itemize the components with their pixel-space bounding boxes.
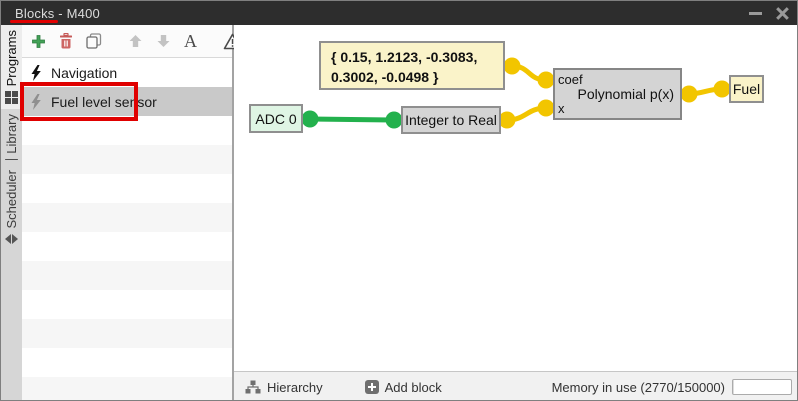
memory-progress-fill bbox=[733, 380, 735, 394]
close-icon[interactable] bbox=[776, 7, 789, 20]
list-item-fuel-level-sensor[interactable]: Fuel level sensor bbox=[22, 87, 232, 116]
add-block-label: Add block bbox=[384, 379, 442, 395]
block-polynomial[interactable]: coef x Polynomial p(x) bbox=[553, 68, 682, 120]
lightning-icon bbox=[31, 64, 41, 81]
list-item-label: Navigation bbox=[51, 64, 118, 81]
delete-icon[interactable] bbox=[59, 29, 73, 53]
minimize-icon[interactable] bbox=[749, 11, 762, 15]
block-integer-to-real[interactable]: Integer to Real bbox=[401, 106, 501, 134]
status-bar: Hierarchy Add block Memory in use (2770/… bbox=[234, 371, 797, 400]
add-block-button[interactable]: Add block bbox=[364, 379, 442, 395]
block-canvas[interactable]: { 0.15, 1.2123, -0.3083, 0.3002, -0.0498… bbox=[234, 25, 797, 371]
add-program-icon[interactable] bbox=[31, 29, 46, 53]
list-item-label: Fuel level sensor bbox=[51, 93, 157, 110]
wire-adc-to-inttoreal[interactable] bbox=[307, 116, 397, 123]
polynomial-label: Polynomial p(x) bbox=[577, 86, 674, 102]
tab-programs[interactable]: Programs bbox=[1, 25, 22, 109]
block-fuel[interactable]: Fuel bbox=[729, 75, 764, 103]
hierarchy-icon bbox=[245, 380, 261, 394]
sidebar-tabstrip: Programs Library Scheduler bbox=[1, 25, 22, 400]
copy-icon[interactable] bbox=[86, 29, 102, 53]
rename-a-glyph: A bbox=[184, 31, 197, 51]
add-block-icon bbox=[364, 380, 379, 394]
rename-icon[interactable]: A bbox=[184, 29, 197, 53]
memory-in-use-label: Memory in use (2770/150000) bbox=[551, 379, 725, 395]
port-coef-output[interactable] bbox=[503, 57, 521, 75]
port-inttoreal-output[interactable] bbox=[498, 111, 516, 129]
block-adc0[interactable]: ADC 0 bbox=[249, 104, 303, 133]
move-down-icon[interactable] bbox=[156, 29, 171, 53]
list-item-navigation[interactable]: Navigation bbox=[22, 58, 232, 87]
program-panel: A 0 Navigation Fuel level sensor bbox=[22, 25, 244, 400]
port-polynomial-x-input[interactable] bbox=[537, 99, 555, 117]
move-up-icon[interactable] bbox=[128, 29, 143, 53]
tab-library[interactable]: Library bbox=[1, 109, 22, 165]
coefficients-line2: 0.3002, -0.0498 } bbox=[331, 69, 439, 85]
scheduler-arrows-icon bbox=[5, 233, 18, 244]
tab-programs-label: Programs bbox=[4, 30, 19, 87]
library-icon bbox=[5, 158, 18, 160]
coefficients-line1: { 0.15, 1.2123, -0.3083, bbox=[331, 49, 478, 65]
polynomial-input-x-label: x bbox=[558, 101, 565, 116]
integer-to-real-label: Integer to Real bbox=[405, 112, 497, 128]
hierarchy-button[interactable]: Hierarchy bbox=[245, 380, 323, 395]
wires-layer bbox=[301, 57, 731, 129]
memory-progress-bar bbox=[732, 379, 792, 395]
toolbar: A 0 bbox=[22, 25, 244, 58]
port-fuel-input[interactable] bbox=[713, 80, 731, 98]
annotation-red-box bbox=[20, 82, 138, 121]
title-bar: Blocks - M400 bbox=[1, 1, 797, 25]
port-adc-output[interactable] bbox=[301, 110, 319, 128]
programs-grid-icon bbox=[5, 91, 18, 105]
tab-scheduler-label: Scheduler bbox=[4, 170, 19, 229]
tab-scheduler[interactable]: Scheduler bbox=[1, 165, 22, 244]
empty-list-rows bbox=[22, 116, 232, 400]
lightning-icon bbox=[31, 93, 41, 110]
fuel-label: Fuel bbox=[732, 81, 761, 97]
port-inttoreal-input[interactable] bbox=[385, 111, 403, 129]
port-polynomial-coef-input[interactable] bbox=[537, 71, 555, 89]
program-list: Navigation Fuel level sensor bbox=[22, 58, 232, 400]
adc0-label: ADC 0 bbox=[255, 110, 297, 127]
annotation-red-underline bbox=[10, 20, 58, 23]
window-title: Blocks - M400 bbox=[15, 5, 100, 21]
polynomial-input-coef-label: coef bbox=[558, 72, 583, 87]
tab-library-label: Library bbox=[4, 114, 19, 154]
hierarchy-label: Hierarchy bbox=[267, 379, 323, 395]
port-polynomial-output[interactable] bbox=[680, 85, 698, 103]
block-coefficients[interactable]: { 0.15, 1.2123, -0.3083, 0.3002, -0.0498… bbox=[319, 41, 505, 90]
